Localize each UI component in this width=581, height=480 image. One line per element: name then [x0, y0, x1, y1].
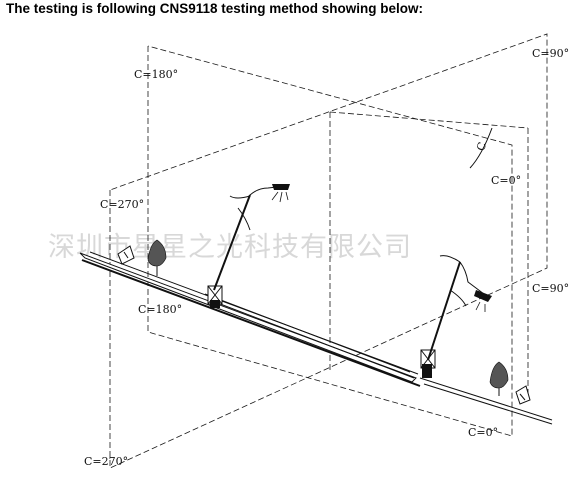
label-c270-bottom: C=270° [84, 455, 128, 468]
plane-c270-c90 [109, 33, 548, 469]
label-c270-mid: C=270° [100, 198, 144, 211]
left-measuring-device [117, 245, 135, 265]
label-c180-top: C=180° [134, 68, 178, 81]
label-c90-mid: C=90° [532, 282, 569, 295]
label-c0-upper: C=0° [491, 174, 521, 187]
right-tree [489, 361, 509, 396]
plane-c180-c0 [147, 45, 513, 437]
road-surface [79, 251, 553, 425]
right-measuring-device [515, 385, 531, 405]
label-c-angle: C [474, 140, 489, 152]
left-tree [147, 239, 167, 276]
label-c180-mid: C=180° [138, 303, 182, 316]
c-angle-marker [329, 111, 529, 395]
label-c0-lower: C=0° [468, 426, 498, 439]
label-c90-top: C=90° [532, 47, 569, 60]
left-street-light [207, 184, 290, 308]
page-heading: The testing is following CNS9118 testing… [6, 1, 424, 16]
right-street-light [420, 255, 492, 378]
